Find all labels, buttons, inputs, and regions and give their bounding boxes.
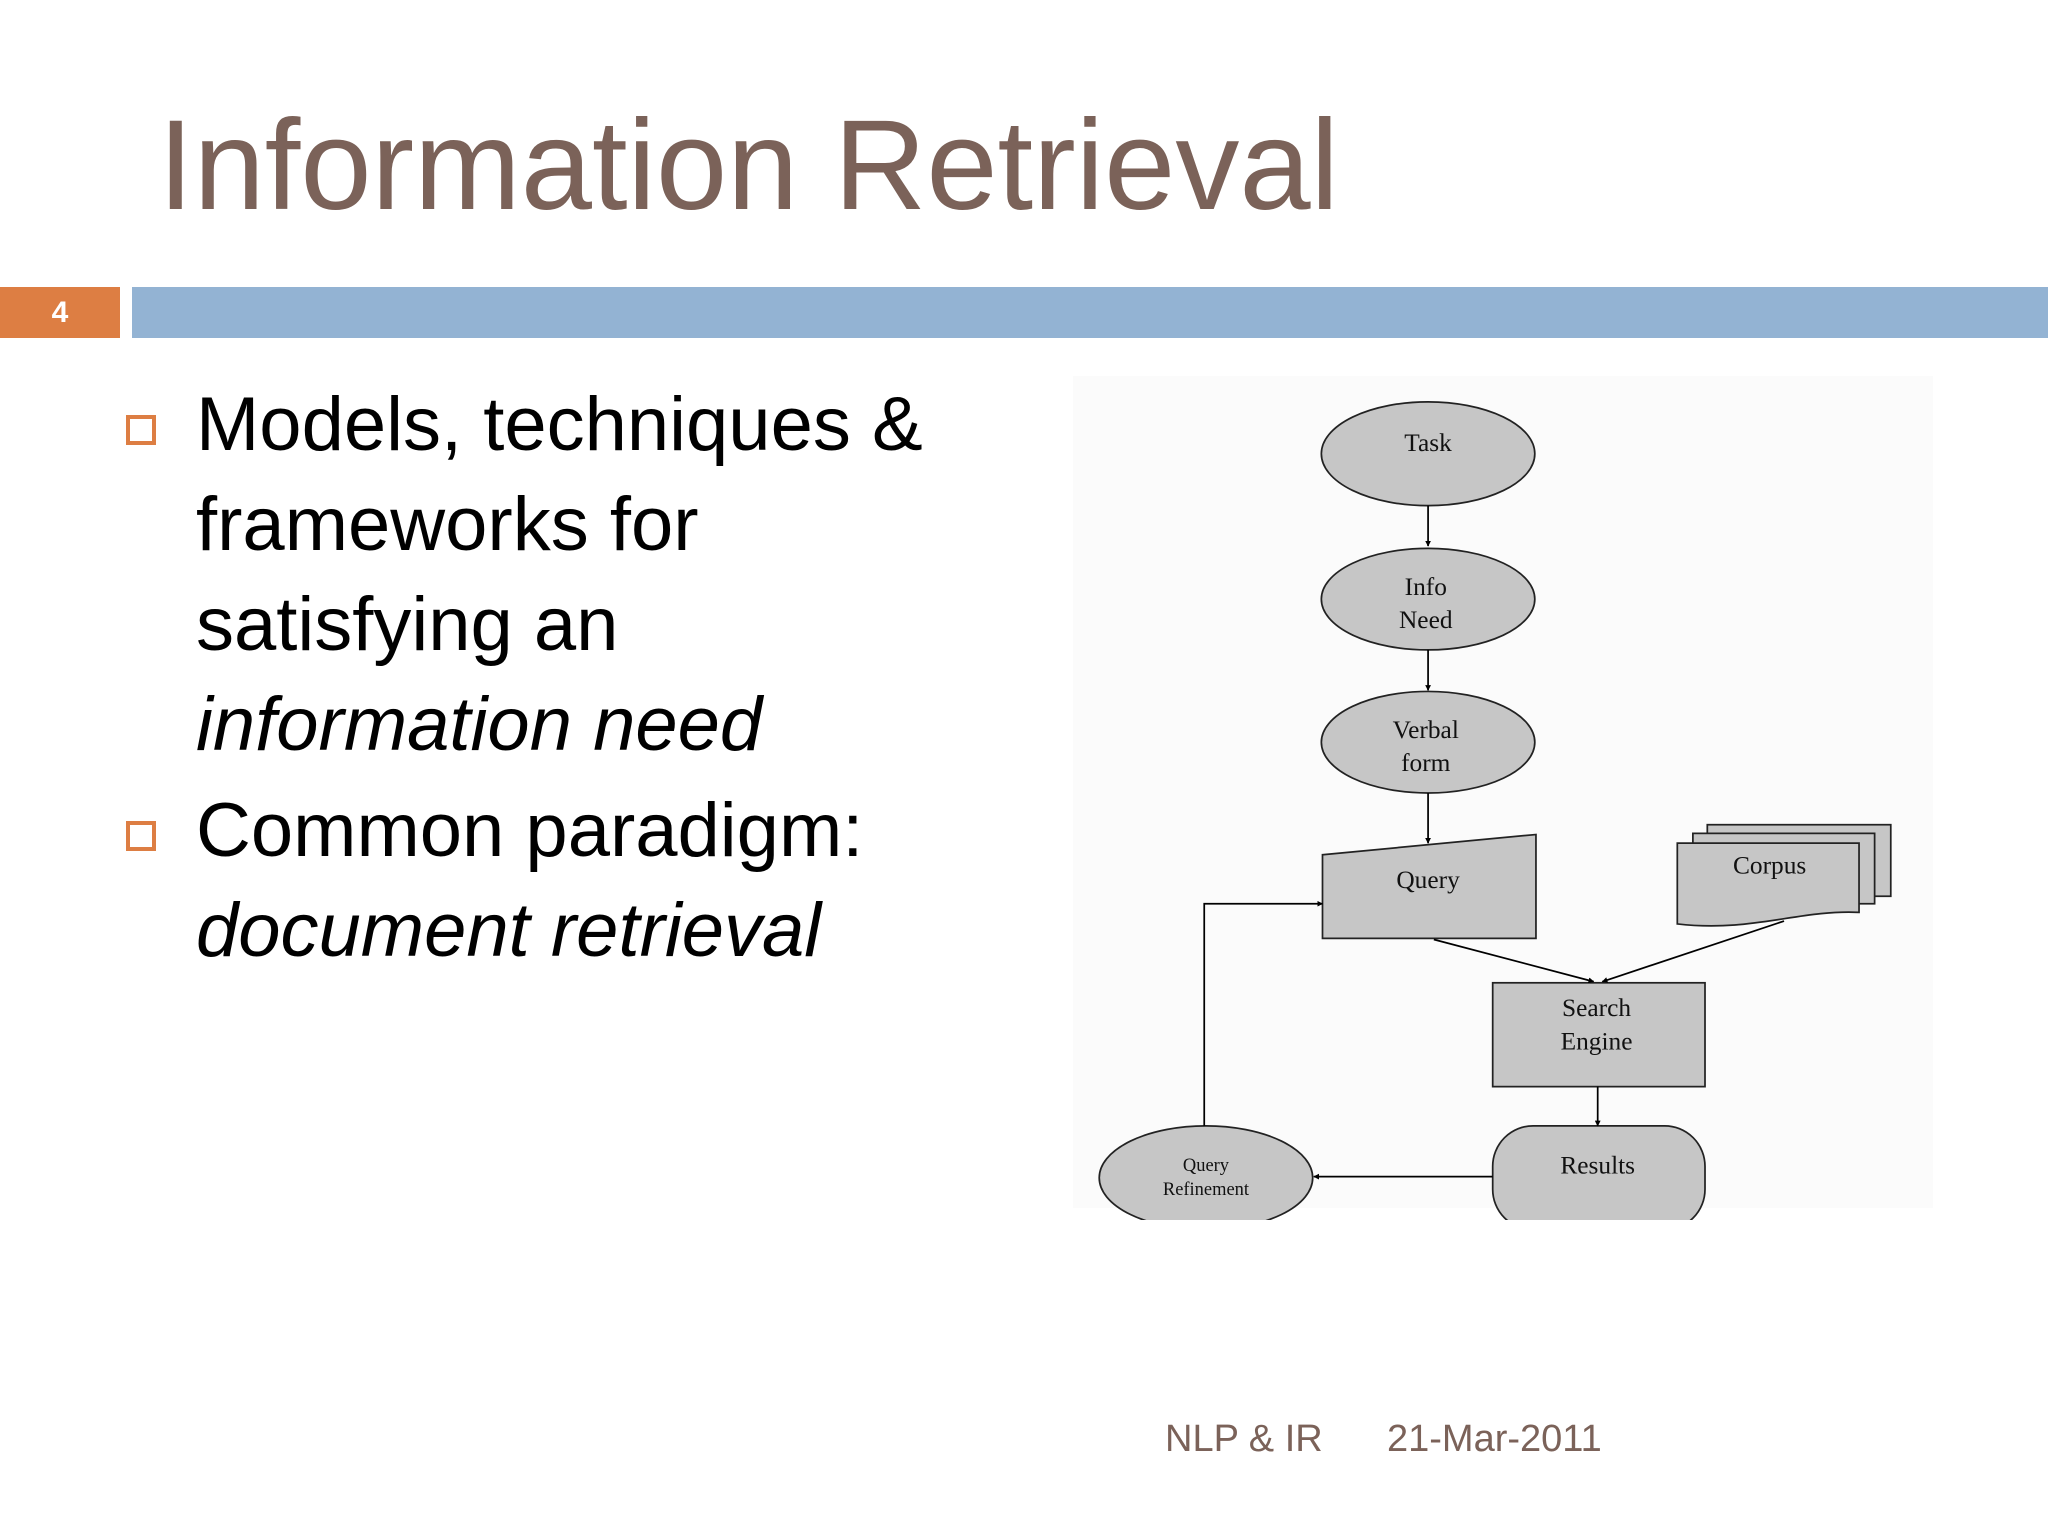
bullet-text: Common paradigm:	[196, 788, 864, 873]
bullet-item: Common paradigm: document retrieval	[126, 781, 1026, 981]
bullet-text: frameworks for	[196, 482, 699, 567]
arrow-query-to-search-engine	[1433, 938, 1595, 984]
arrow-corpus-to-search-engine	[1601, 920, 1785, 983]
verbal-form-label: Verbal	[1393, 716, 1459, 744]
corpus-node	[1676, 842, 1860, 927]
search-engine-label: Search	[1562, 994, 1631, 1022]
verbal-form-label: form	[1401, 749, 1451, 777]
info-need-label: Info	[1405, 573, 1447, 601]
query-refinement-node	[1098, 1125, 1314, 1220]
bullet-list: Models, techniques & frameworks for sati…	[126, 375, 1026, 987]
corpus-label: Corpus	[1733, 852, 1806, 880]
footer-course: NLP & IR	[1165, 1418, 1323, 1460]
footer-date: 21-Mar-2011	[1387, 1418, 1602, 1460]
search-engine-label: Engine	[1561, 1028, 1633, 1056]
slide-number: 4	[0, 287, 120, 338]
query-refinement-label: Refinement	[1163, 1179, 1250, 1199]
arrow-refinement-to-query	[1203, 900, 1324, 1126]
bullet-item: Models, techniques & frameworks for sati…	[126, 375, 1026, 775]
query-label: Query	[1396, 866, 1460, 894]
task-label: Task	[1404, 429, 1452, 457]
bullet-text: satisfying an	[196, 582, 619, 667]
bullet-text-italic: document retrieval	[196, 888, 822, 973]
info-need-label: Need	[1399, 606, 1453, 634]
query-refinement-label: Query	[1183, 1155, 1230, 1175]
square-bullet-icon	[126, 821, 156, 851]
header-bar	[132, 287, 2048, 338]
square-bullet-icon	[126, 415, 156, 445]
search-engine-node	[1491, 981, 1706, 1088]
query-node	[1321, 833, 1537, 940]
task-node	[1320, 400, 1536, 507]
results-label: Results	[1560, 1152, 1635, 1180]
bullet-text-italic: information need	[196, 682, 763, 767]
bullet-text: Models, techniques &	[196, 382, 923, 467]
slide-title: Information Retrieval	[158, 94, 1339, 237]
ir-flow-diagram: Task Info Need Verbal form Query Corpus …	[1098, 400, 1892, 1220]
